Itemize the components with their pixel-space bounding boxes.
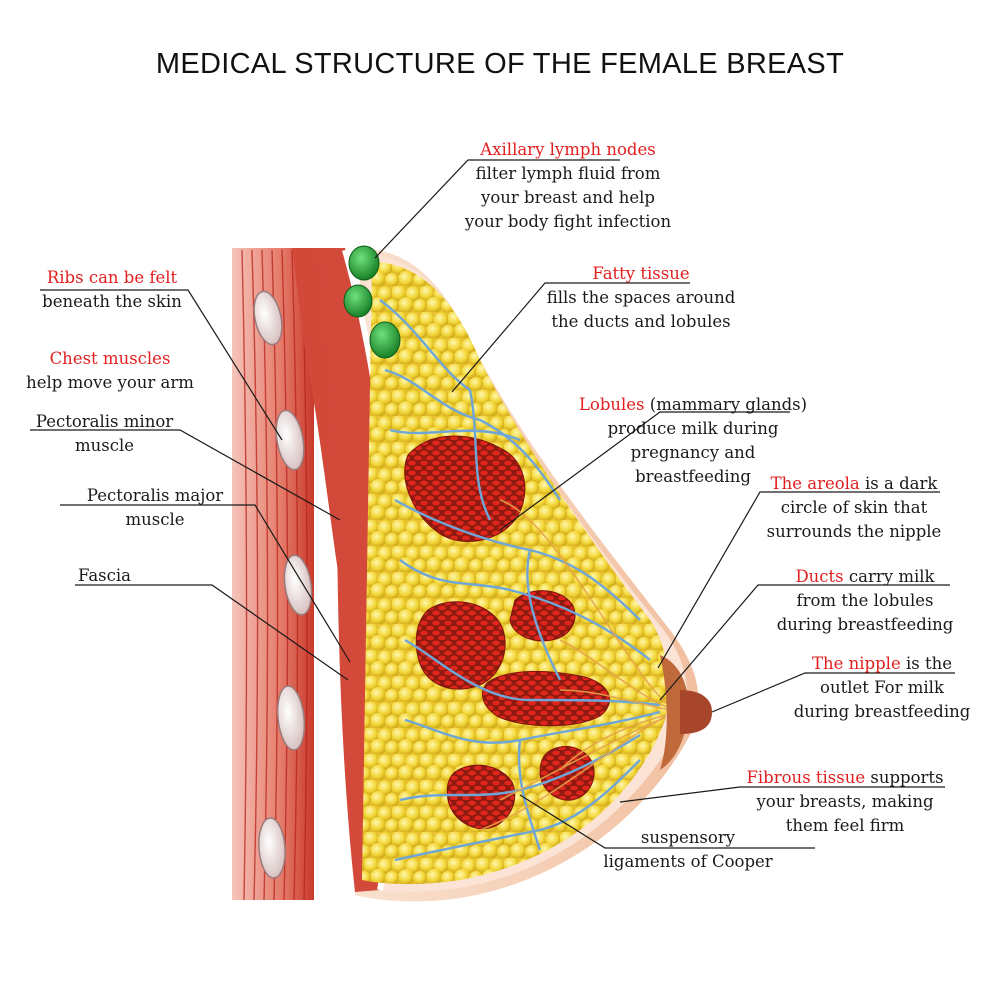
lobules-line-3: breastfeeding bbox=[635, 467, 751, 486]
ribs bbox=[253, 290, 313, 879]
fatty-tissue bbox=[362, 262, 669, 885]
pectoralis-minor-label: Pectoralis minor muscle bbox=[22, 410, 187, 458]
axillary-line-2: your breast and help bbox=[481, 188, 655, 207]
leader-lines bbox=[30, 159, 955, 849]
fibrous-heading: Fibrous tissue supports bbox=[746, 768, 944, 787]
fascia-line-1: Fascia bbox=[78, 566, 131, 585]
fascia-label: Fascia bbox=[78, 564, 131, 588]
ribs-label: Ribs can be felt beneath the skin bbox=[22, 266, 202, 314]
page-title: MEDICAL STRUCTURE OF THE FEMALE BREAST bbox=[155, 48, 845, 80]
axillary-lymph-nodes bbox=[343, 245, 401, 359]
fatty-heading: Fatty tissue bbox=[592, 264, 690, 283]
chest-line-1: help move your arm bbox=[26, 373, 194, 392]
chest-muscles-label: Chest muscles help move your arm bbox=[15, 347, 205, 395]
fatty-line-2: the ducts and lobules bbox=[551, 312, 731, 331]
ducts-label: Ducts carry milk from the lobules during… bbox=[765, 565, 965, 637]
fibrous-line-2: them feel firm bbox=[785, 816, 905, 835]
fibrous-line-1: your breasts, making bbox=[756, 792, 934, 811]
cooper-line-2: ligaments of Cooper bbox=[603, 852, 773, 871]
lobules-line-1: produce milk during bbox=[607, 419, 779, 438]
lobules-line-2: pregnancy and bbox=[630, 443, 756, 462]
chest-heading: Chest muscles bbox=[49, 349, 171, 368]
nipple-label: The nipple is the outlet For milk during… bbox=[782, 652, 982, 724]
nipple-line-2: during breastfeeding bbox=[793, 702, 971, 721]
ribs-line-1: beneath the skin bbox=[42, 292, 182, 311]
nipple-line-1: outlet For milk bbox=[820, 678, 944, 697]
pec-major-line-1: Pectoralis major bbox=[86, 486, 224, 505]
pec-minor-line-1: Pectoralis minor bbox=[35, 412, 174, 431]
axillary-line-3: your body fight infection bbox=[464, 212, 672, 231]
fatty-tissue-label: Fatty tissue fills the spaces around the… bbox=[535, 262, 747, 334]
cooper-line-1: suspensory bbox=[640, 828, 736, 847]
cooper-ligaments-label: suspensory ligaments of Cooper bbox=[588, 826, 788, 874]
pec-major-line-2: muscle bbox=[125, 510, 185, 529]
lobules-label: Lobules (mammary glands) produce milk du… bbox=[568, 393, 818, 489]
axillary-lymph-nodes-label: Axillary lymph nodes filter lymph fluid … bbox=[450, 138, 686, 234]
ducts-line-1: from the lobules bbox=[796, 591, 934, 610]
pectoralis-minor bbox=[292, 248, 350, 585]
ducts-heading: Ducts carry milk bbox=[795, 567, 935, 586]
fibrous-tissue-label: Fibrous tissue supports your breasts, ma… bbox=[735, 766, 955, 838]
areola bbox=[660, 655, 689, 770]
pec-minor-line-2: muscle bbox=[74, 436, 135, 455]
fibrous-tissue bbox=[379, 299, 661, 862]
lobules-heading: Lobules (mammary glands) bbox=[578, 395, 808, 414]
fatty-line-1: fills the spaces around bbox=[546, 288, 736, 307]
areola-heading: The areola is a dark bbox=[770, 474, 938, 493]
areola-label: The areola is a dark circle of skin that… bbox=[755, 472, 953, 544]
axillary-line-1: filter lymph fluid from bbox=[475, 164, 661, 183]
areola-line-1: circle of skin that bbox=[780, 498, 928, 517]
pectoralis-major-label: Pectoralis major muscle bbox=[70, 484, 240, 532]
ducts-line-2: during breastfeeding bbox=[776, 615, 954, 634]
nipple bbox=[680, 690, 712, 734]
nipple-heading: The nipple is the bbox=[812, 654, 952, 673]
ribs-heading: Ribs can be felt bbox=[46, 268, 178, 287]
axillary-heading: Axillary lymph nodes bbox=[480, 140, 656, 159]
areola-line-2: surrounds the nipple bbox=[766, 522, 942, 541]
